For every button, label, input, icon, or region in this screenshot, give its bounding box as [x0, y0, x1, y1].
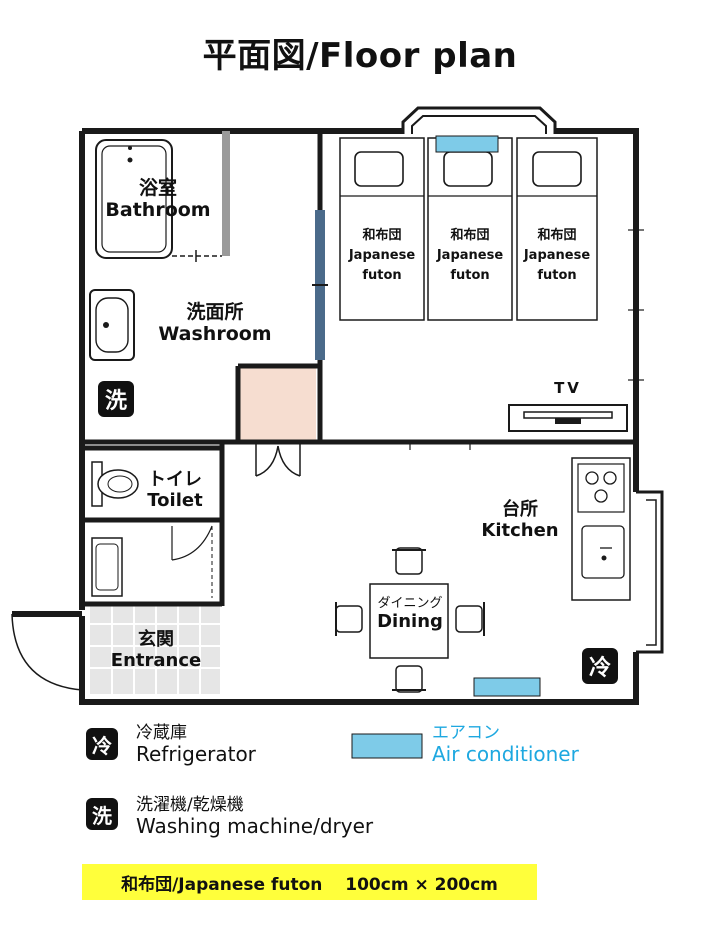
futon-label-3-en1: Japanese [523, 248, 591, 264]
washroom-sink [89, 289, 135, 361]
legend-fridge-badge: 冷 [86, 728, 118, 760]
washroom-label: 洗面所 Washroom [140, 301, 290, 346]
dining-label-en: Dining [377, 610, 443, 632]
fridge-badge: 冷 [582, 648, 618, 684]
toilet-label-en: Toilet [147, 489, 203, 511]
legend-washer-en: Washing machine/dryer [136, 813, 374, 838]
futon-label-2-en2: futon [450, 268, 490, 284]
tv-stand [508, 404, 628, 432]
legend-ac-swatch [351, 733, 423, 759]
legend-ac: エアコン Air conditioner [432, 724, 579, 765]
legend-fridge-en: Refrigerator [136, 741, 256, 766]
air-conditioner-kitchen [473, 677, 541, 697]
futon-label-1-en2: futon [362, 268, 402, 284]
futon-label-2-jp: 和布団 [450, 228, 490, 243]
toilet-fixture [91, 461, 139, 507]
washroom-label-jp: 洗面所 [186, 301, 244, 323]
futon-label-1-en1: Japanese [348, 248, 416, 264]
utility-cabinet [91, 525, 213, 598]
washroom-label-en: Washroom [158, 322, 272, 345]
entrance-label: 玄関 Entrance [96, 629, 216, 671]
legend-fridge-jp: 冷蔵庫 [136, 723, 187, 743]
sliding-door [312, 210, 328, 360]
futon-label-1: 和布団 Japanese futon [340, 226, 424, 286]
dining-label: ダイニング Dining [352, 596, 468, 633]
kitchen-label: 台所 Kitchen [470, 499, 570, 541]
futon-label-1-jp: 和布団 [362, 228, 402, 243]
air-conditioner-bedroom [435, 135, 499, 153]
legend-washer: 洗濯機/乾燥機 Washing machine/dryer [136, 796, 373, 837]
tv-label: TV [554, 379, 582, 397]
entrance-door-swing [11, 613, 83, 691]
outer-walls [12, 128, 639, 705]
entrance-label-jp: 玄関 [138, 629, 174, 650]
futon-size-note: 和布団/Japanese futon 100cm × 200cm [82, 864, 537, 900]
window-marks [409, 229, 644, 450]
legend-fridge: 冷蔵庫 Refrigerator [136, 724, 256, 765]
futon-beds [339, 137, 598, 321]
bathroom-label-en: Bathroom [105, 198, 211, 221]
kitchen-counter [571, 457, 631, 601]
bathroom-fixtures [95, 131, 230, 262]
futon-label-2-en1: Japanese [436, 248, 504, 264]
entrance-label-en: Entrance [110, 649, 202, 671]
kitchen-label-jp: 台所 [502, 499, 538, 520]
futon-label-3-jp: 和布団 [537, 228, 577, 243]
legend-ac-en: Air conditioner [432, 741, 579, 766]
dining-set [335, 547, 485, 693]
legend-washer-jp: 洗濯機/乾燥機 [136, 795, 244, 815]
legend-washer-badge: 洗 [86, 798, 118, 830]
washer-badge: 洗 [98, 381, 134, 417]
kitchen-bumpout [636, 490, 664, 654]
kitchen-bumpout-window [646, 499, 657, 646]
kitchen-label-en: Kitchen [481, 519, 559, 541]
bay-window [401, 106, 557, 134]
legend-ac-jp: エアコン [432, 723, 500, 743]
closet-doors [255, 444, 301, 477]
entrance-tile-floor [90, 602, 220, 694]
toilet-label-jp: トイレ [148, 469, 202, 490]
bathroom-label-jp: 浴室 [138, 177, 177, 199]
bay-window-inner [411, 115, 547, 134]
dining-label-jp: ダイニング [377, 596, 443, 611]
bathroom-label: 浴室 Bathroom [96, 177, 220, 222]
page-title: 平面図/Floor plan [202, 36, 518, 76]
closet [240, 368, 316, 440]
futon-label-2: 和布団 Japanese futon [428, 226, 512, 286]
futon-label-3: 和布団 Japanese futon [517, 226, 597, 286]
futon-label-3-en2: futon [537, 268, 577, 284]
toilet-label: トイレ Toilet [120, 469, 230, 511]
